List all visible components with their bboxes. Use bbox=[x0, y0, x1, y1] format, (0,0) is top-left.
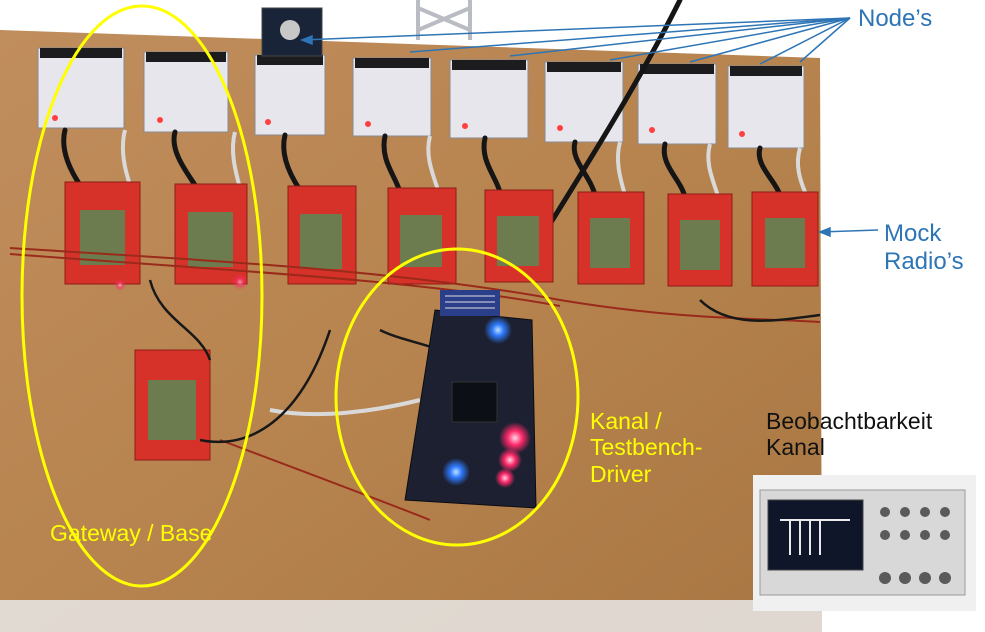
kanal-label: Kanal / Testbench- Driver bbox=[590, 408, 703, 487]
kanal-ellipse bbox=[334, 247, 580, 547]
node-arrows bbox=[299, 17, 879, 238]
nodes-label: Node’s bbox=[858, 5, 933, 32]
fpga-board bbox=[404, 290, 537, 509]
observability-label: Beobachtbarkeit Kanal bbox=[766, 408, 933, 461]
mock-radios-label: Mock Radio’s bbox=[884, 220, 964, 275]
oscilloscope-icon bbox=[753, 475, 976, 611]
wooden-board bbox=[0, 30, 822, 632]
usb-cables bbox=[61, 0, 783, 243]
gateway-ellipse bbox=[20, 4, 264, 588]
grey-cables bbox=[120, 129, 807, 417]
gateway-label: Gateway / Base bbox=[50, 520, 213, 546]
mock-radio-boards bbox=[64, 181, 819, 461]
node-boards bbox=[37, 7, 805, 149]
